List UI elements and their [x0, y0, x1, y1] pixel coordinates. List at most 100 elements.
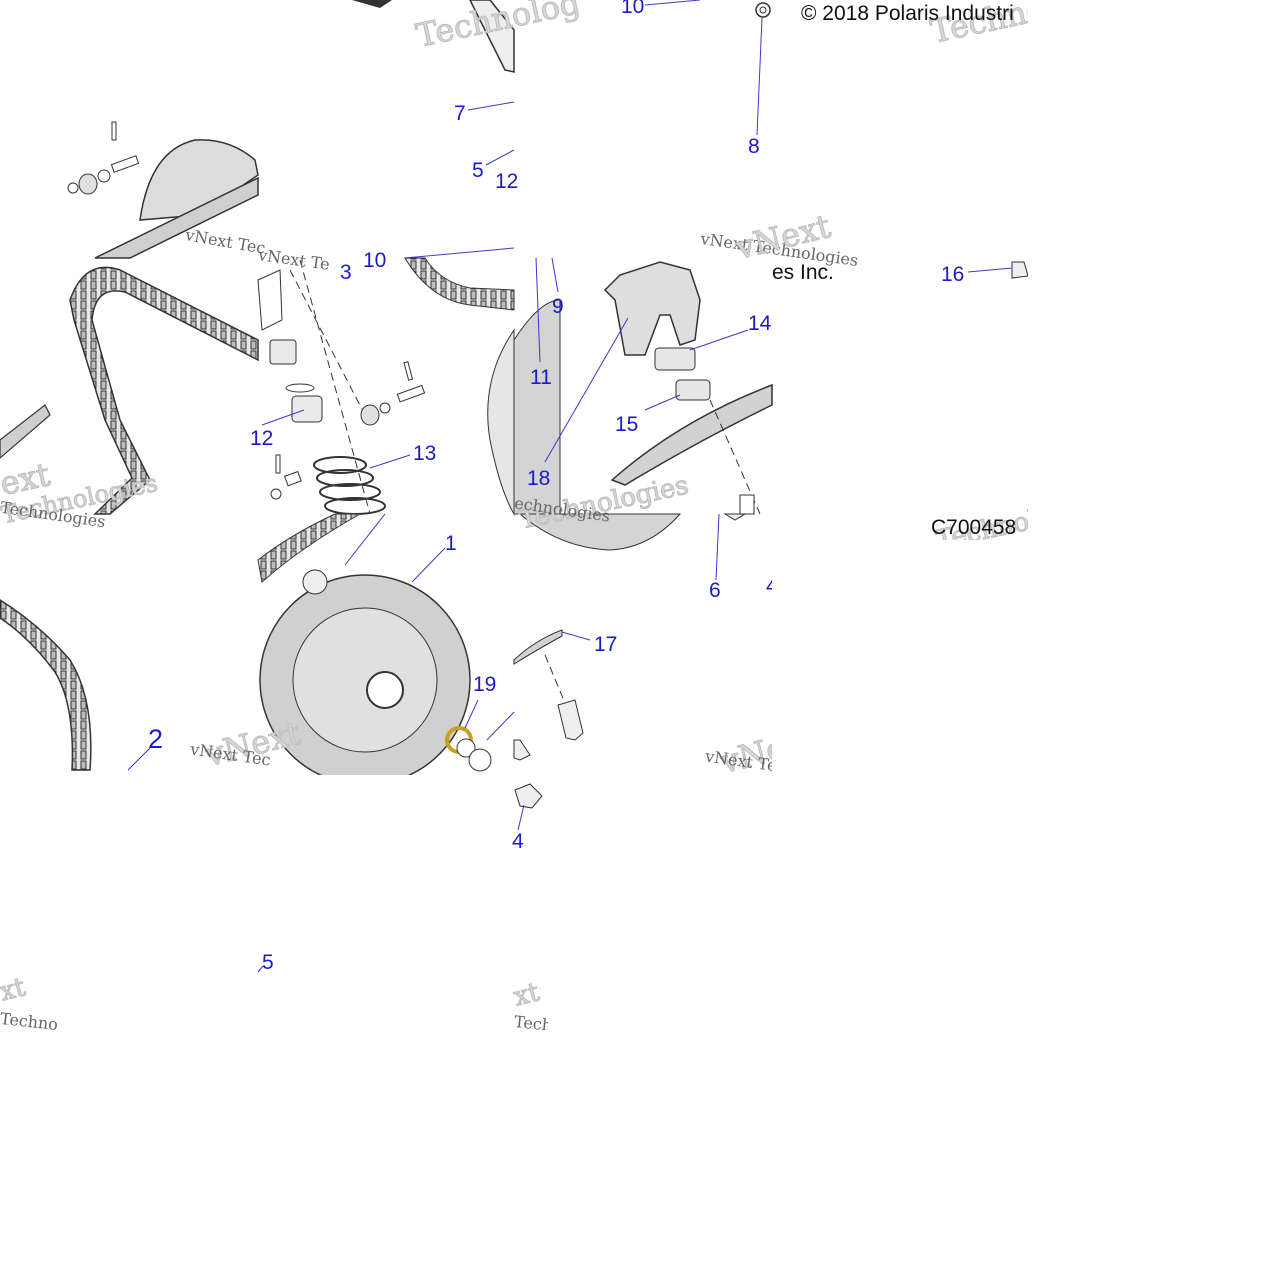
- cover-edge: [0, 404, 51, 459]
- leader-11: [535, 257, 541, 363]
- blank-region: [0, 1030, 1028, 1285]
- tile-h-belt: [0, 599, 151, 771]
- tile-i-sheave: [257, 513, 515, 786]
- callout-number: 16: [941, 263, 965, 286]
- callout-number: 6: [709, 579, 721, 602]
- sheave-bottom: [518, 513, 682, 551]
- spider-foot: [723, 513, 747, 521]
- axis-line: [299, 259, 371, 515]
- callout-number: 11: [530, 366, 552, 389]
- roller-2: [360, 404, 380, 426]
- bushing-2: [291, 395, 323, 423]
- blank-region: [1028, 0, 1285, 1285]
- spider-body: [603, 261, 701, 356]
- cover-dome: [139, 139, 259, 221]
- tile-k-bolt: [257, 783, 543, 973]
- leader-19: [464, 699, 479, 729]
- callout-number: 13: [413, 442, 437, 465]
- blank-region: [272, 775, 512, 951]
- callout-number: 8: [748, 135, 760, 158]
- callout-number: 19: [473, 673, 497, 696]
- callout-number: 4: [512, 830, 524, 853]
- leader-2: [127, 747, 151, 771]
- leader-15: [644, 394, 681, 411]
- pin-17: [557, 699, 584, 741]
- leader-12b: [344, 513, 386, 566]
- plate-17: [513, 629, 563, 665]
- blank-region: [548, 860, 772, 1030]
- diagram-code: C700458: [931, 516, 1017, 539]
- tile-f-spider: [513, 257, 773, 551]
- leader-6: [715, 513, 720, 581]
- callout-number: 12: [495, 170, 519, 193]
- leader-10: [644, 0, 701, 6]
- callout-number: 7: [454, 102, 466, 125]
- bolt-4: [514, 783, 543, 809]
- leader-14: [689, 329, 749, 351]
- blank-region: [35, 775, 257, 965]
- leader-9: [551, 257, 559, 293]
- copyright-notice: © 2018 Polaris Industri: [801, 2, 1014, 25]
- leader-12: [261, 409, 305, 426]
- sheave-disc: [513, 299, 561, 515]
- pin-4: [513, 739, 531, 761]
- bushing-15: [675, 379, 711, 401]
- callout-number: 1: [445, 532, 457, 555]
- callout-number: 3: [340, 261, 352, 284]
- callout-number: 12: [250, 427, 274, 450]
- callout-number: 14: [748, 312, 772, 335]
- drive-belt: [69, 266, 259, 515]
- tile-b-shaft: [352, 0, 515, 166]
- company-name-fragment: es Inc.: [772, 261, 834, 284]
- bolt-16: [1011, 261, 1029, 279]
- leader-5: [485, 149, 515, 166]
- tile-g-bolt: [967, 261, 1029, 279]
- callout-number: 5: [262, 951, 274, 974]
- leader-13: [369, 454, 411, 469]
- drive-belt-lower: [0, 599, 92, 771]
- sheave-edge: [487, 328, 515, 516]
- leader-5b: [257, 965, 264, 973]
- leader-1: [411, 547, 446, 583]
- pin: [110, 155, 140, 173]
- leader-17: [561, 631, 591, 641]
- callout-number: 17: [594, 633, 618, 656]
- leader-4: [517, 804, 525, 831]
- washer-small: [67, 182, 79, 194]
- callout-number: 4: [766, 576, 778, 597]
- callout-number: 5: [472, 159, 484, 182]
- bushing-14: [654, 347, 696, 371]
- leader-18: [544, 317, 629, 463]
- shaft: [469, 0, 515, 73]
- leader-16: [967, 267, 1013, 273]
- sheave-plate: [610, 383, 773, 486]
- bracket: [352, 0, 392, 8]
- tile-e-spring-stack: [257, 247, 515, 516]
- callout-number: 10: [621, 0, 645, 18]
- pin-small: [111, 121, 117, 141]
- tile-d-belt: [0, 266, 259, 515]
- tile-c-screw: [644, 0, 771, 136]
- leader-10b: [404, 247, 515, 259]
- ring: [285, 383, 315, 393]
- leader-7: [467, 101, 515, 111]
- callout-number: 10: [363, 249, 387, 272]
- leader-8: [756, 17, 763, 136]
- belt-arc: [404, 257, 515, 311]
- cover-flange: [94, 176, 259, 259]
- screw-head: [755, 2, 771, 18]
- bushing-1: [269, 339, 297, 365]
- washer: [97, 169, 111, 183]
- callout-number: 2: [148, 724, 164, 754]
- callout-number: 18: [527, 467, 551, 490]
- axis-line-2: [289, 269, 366, 416]
- callout-number: 15: [615, 413, 639, 436]
- tile-j-fasteners: [513, 513, 747, 761]
- tile-a-clutch-cover: [67, 121, 259, 259]
- roller: [78, 173, 98, 195]
- callout-number: 9: [552, 295, 564, 318]
- belt-top: [257, 513, 362, 583]
- spring: [313, 456, 386, 515]
